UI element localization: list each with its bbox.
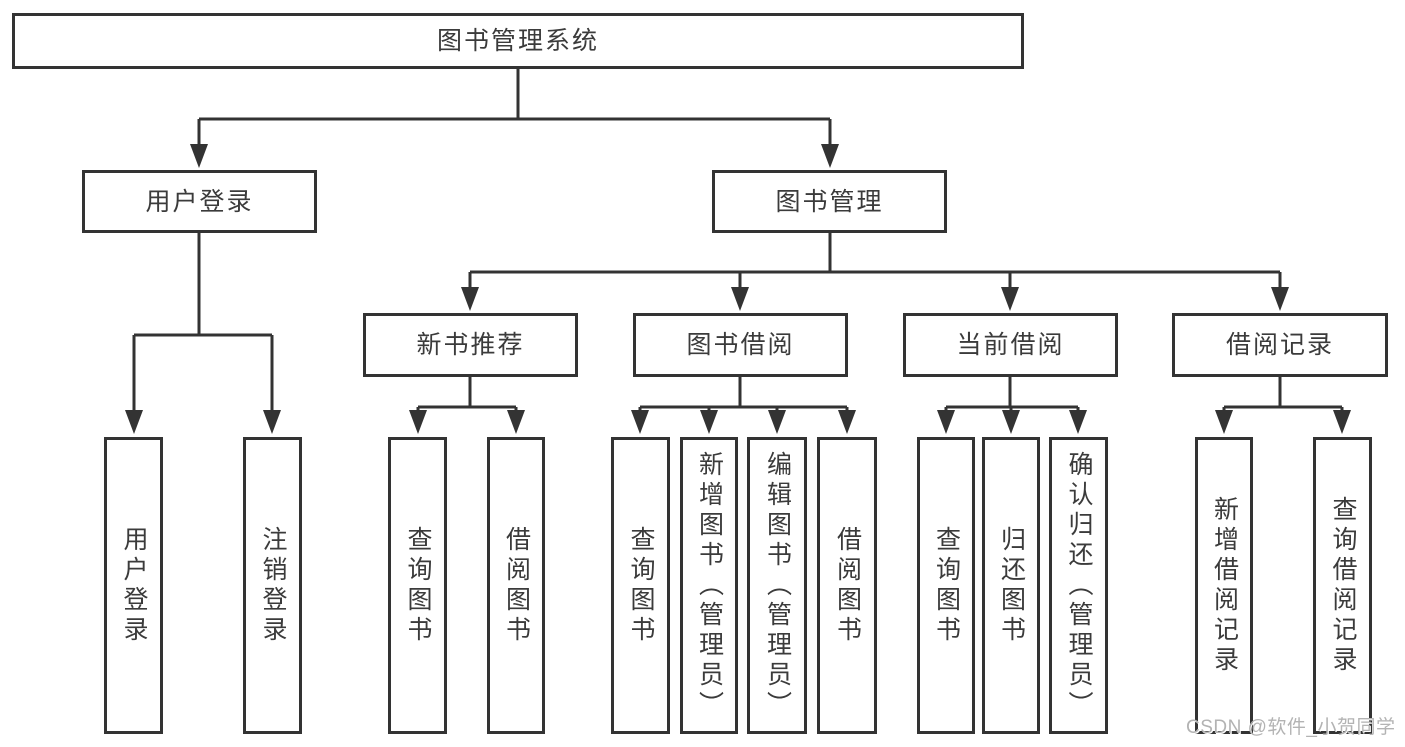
arrow-down-icon bbox=[1271, 287, 1289, 311]
leaf-logout: 注销登录 bbox=[243, 437, 302, 734]
arrow-down-icon bbox=[507, 410, 525, 434]
leaf-logout-label: 注销登录 bbox=[259, 525, 287, 646]
book-management-branch-line bbox=[468, 233, 1282, 305]
node-borrow-records: 借阅记录 bbox=[1172, 313, 1388, 377]
leaf-cb-confirm-return-admin-label: 确认归还（管理员） bbox=[1065, 450, 1093, 721]
leaf-br-add-record: 新增借阅记录 bbox=[1195, 437, 1253, 734]
arrow-down-icon bbox=[937, 410, 955, 434]
node-book-borrow-label: 图书借阅 bbox=[686, 331, 795, 359]
arrow-down-icon bbox=[190, 144, 208, 168]
node-new-book-recommend: 新书推荐 bbox=[363, 313, 578, 377]
csdn-watermark: CSDN @软件_小贺同学 bbox=[1186, 717, 1396, 738]
book-borrow-branch-line bbox=[638, 377, 849, 428]
arrow-down-icon bbox=[1215, 410, 1233, 434]
node-book-management-label: 图书管理 bbox=[775, 187, 884, 216]
arrow-down-icon bbox=[1002, 410, 1020, 434]
borrow-records-branch-line bbox=[1222, 377, 1344, 428]
arrow-down-icon bbox=[821, 144, 839, 168]
arrow-down-icon bbox=[731, 287, 749, 311]
node-current-borrow-label: 当前借阅 bbox=[956, 331, 1065, 359]
arrow-down-icon bbox=[1001, 287, 1019, 311]
leaf-cb-return-books: 归还图书 bbox=[982, 437, 1040, 734]
leaf-bb-query-books: 查询图书 bbox=[611, 437, 670, 734]
leaf-nbr-query-books: 查询图书 bbox=[388, 437, 447, 734]
arrow-down-icon bbox=[631, 410, 649, 434]
leaf-cb-confirm-return-admin: 确认归还（管理员） bbox=[1049, 437, 1108, 734]
node-book-borrow: 图书借阅 bbox=[633, 313, 848, 377]
arrow-down-icon bbox=[125, 410, 143, 434]
node-current-borrow: 当前借阅 bbox=[903, 313, 1118, 377]
arrow-down-icon bbox=[1069, 410, 1087, 434]
leaf-bb-borrow-books: 借阅图书 bbox=[817, 437, 877, 734]
leaf-nbr-borrow-books-label: 借阅图书 bbox=[502, 525, 531, 646]
node-user-login-label: 用户登录 bbox=[145, 187, 254, 216]
arrow-down-icon bbox=[263, 410, 281, 434]
arrow-down-icon bbox=[838, 410, 856, 434]
node-root: 图书管理系统 bbox=[12, 13, 1024, 69]
leaf-bb-edit-books-admin: 编辑图书（管理员） bbox=[747, 437, 807, 734]
leaf-br-query-record: 查询借阅记录 bbox=[1313, 437, 1372, 734]
user-login-branch-line bbox=[132, 233, 274, 428]
leaf-user-login: 用户登录 bbox=[104, 437, 163, 734]
arrow-down-icon bbox=[1333, 410, 1351, 434]
leaf-user-login-label: 用户登录 bbox=[120, 525, 148, 646]
leaf-cb-query-books-label: 查询图书 bbox=[932, 525, 961, 646]
node-borrow-records-label: 借阅记录 bbox=[1225, 331, 1334, 359]
leaf-cb-return-books-label: 归还图书 bbox=[997, 525, 1026, 646]
arrow-down-icon bbox=[461, 287, 479, 311]
leaf-nbr-query-books-label: 查询图书 bbox=[404, 525, 432, 646]
node-root-label: 图书管理系统 bbox=[436, 27, 599, 55]
leaf-bb-edit-books-admin-label: 编辑图书（管理员） bbox=[763, 450, 792, 721]
leaf-bb-add-books-admin: 新增图书（管理员） bbox=[680, 437, 738, 734]
leaf-bb-borrow-books-label: 借阅图书 bbox=[833, 525, 862, 646]
leaf-nbr-borrow-books: 借阅图书 bbox=[487, 437, 545, 734]
leaf-cb-query-books: 查询图书 bbox=[917, 437, 975, 734]
node-book-management: 图书管理 bbox=[712, 170, 947, 233]
arrow-down-icon bbox=[768, 410, 786, 434]
node-user-login: 用户登录 bbox=[82, 170, 317, 233]
root-to-level2-line bbox=[197, 69, 832, 162]
new-book-recommend-branch-line bbox=[416, 377, 518, 428]
node-new-book-recommend-label: 新书推荐 bbox=[416, 331, 525, 359]
leaf-br-add-record-label: 新增借阅记录 bbox=[1210, 495, 1239, 676]
leaf-bb-query-books-label: 查询图书 bbox=[627, 525, 655, 646]
leaf-br-query-record-label: 查询借阅记录 bbox=[1329, 495, 1357, 676]
arrowheads bbox=[125, 144, 1351, 434]
leaf-bb-add-books-admin-label: 新增图书（管理员） bbox=[695, 450, 724, 721]
arrow-down-icon bbox=[700, 410, 718, 434]
arrow-down-icon bbox=[409, 410, 427, 434]
